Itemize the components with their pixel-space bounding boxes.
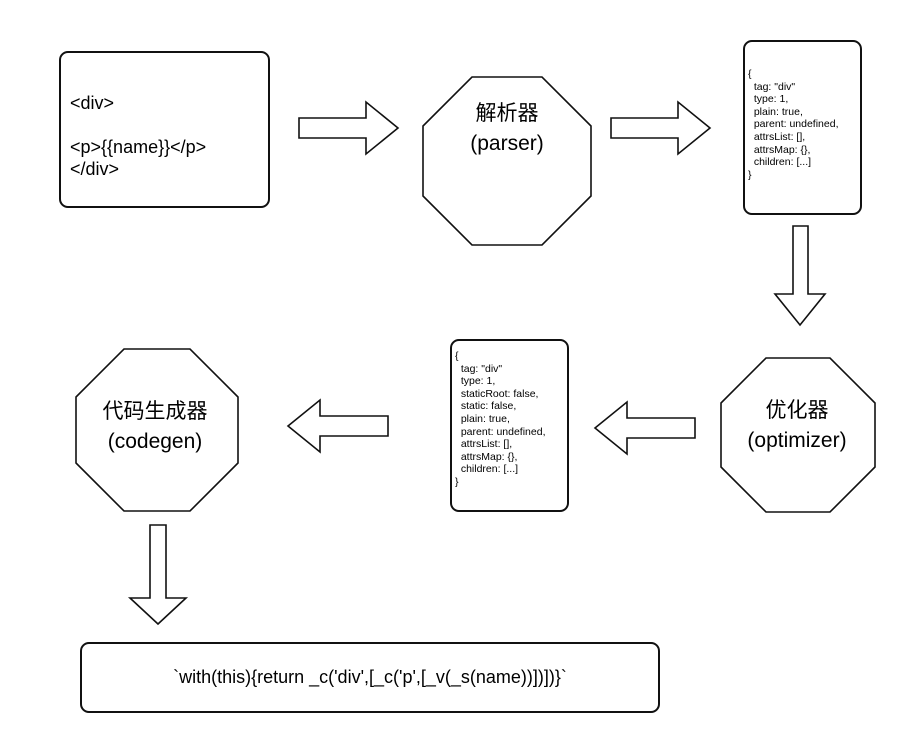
parser-title: 解析器 bbox=[475, 102, 539, 125]
render-code-text: `with(this){return _c('div',[_c('p',[_v(… bbox=[173, 667, 567, 687]
codegen-octagon bbox=[75, 348, 239, 512]
optimizer-subtitle: (optimizer) bbox=[747, 429, 847, 452]
optimized-ast-line: type: 1, bbox=[455, 375, 496, 388]
ast-line: tag: "div" bbox=[748, 80, 796, 93]
source-template-box: <div> <p>{{name}}</p> </div> bbox=[59, 51, 270, 208]
ast-line: plain: true, bbox=[748, 105, 803, 118]
parser-subtitle: (parser) bbox=[470, 132, 544, 155]
ast-line: parent: undefined, bbox=[748, 118, 839, 131]
source-line: </div> bbox=[70, 159, 120, 179]
optimizer-label: 优化器 (optimizer) bbox=[722, 396, 872, 456]
optimized-ast-line: plain: true, bbox=[455, 412, 510, 425]
optimized-ast-line: attrsMap: {}, bbox=[455, 450, 518, 463]
optimized-ast-line: static: false, bbox=[455, 400, 517, 413]
parser-label: 解析器 (parser) bbox=[432, 99, 582, 159]
optimized-ast-line: parent: undefined, bbox=[455, 425, 546, 438]
source-blank-line bbox=[70, 114, 268, 136]
codegen-label: 代码生成器 (codegen) bbox=[80, 397, 230, 457]
source-line: <div> bbox=[70, 93, 115, 113]
ast-line: } bbox=[748, 168, 752, 181]
arrow-source-to-parser bbox=[298, 100, 400, 156]
optimized-ast-line: attrsList: [], bbox=[455, 438, 513, 451]
optimizer-title: 优化器 bbox=[765, 399, 829, 422]
ast-box: { tag: "div" type: 1, plain: true, paren… bbox=[743, 40, 862, 215]
optimized-ast-line: } bbox=[455, 475, 459, 488]
ast-line: type: 1, bbox=[748, 93, 789, 106]
optimizer-octagon bbox=[720, 357, 876, 513]
ast-line: attrsMap: {}, bbox=[748, 143, 811, 156]
source-line: <p>{{name}}</p> bbox=[70, 137, 207, 157]
arrow-optimized-ast-to-codegen bbox=[286, 398, 389, 454]
optimized-ast-line: staticRoot: false, bbox=[455, 387, 539, 400]
arrow-codegen-to-render bbox=[127, 524, 189, 626]
optimized-ast-line: tag: "div" bbox=[455, 362, 503, 375]
codegen-subtitle: (codegen) bbox=[107, 430, 203, 453]
arrow-ast-to-optimizer bbox=[773, 225, 827, 327]
ast-line: { bbox=[748, 68, 752, 80]
optimized-ast-line: children: [...] bbox=[455, 463, 519, 476]
ast-line: children: [...] bbox=[748, 156, 812, 169]
render-code-box: `with(this){return _c('div',[_c('p',[_v(… bbox=[80, 642, 660, 713]
optimized-ast-line: { bbox=[455, 350, 459, 362]
codegen-title: 代码生成器 bbox=[102, 400, 208, 423]
optimized-ast-box: { tag: "div" type: 1, staticRoot: false,… bbox=[450, 339, 569, 512]
arrow-parser-to-ast bbox=[610, 100, 712, 156]
arrow-optimizer-to-optimized-ast bbox=[593, 400, 696, 456]
parser-octagon bbox=[422, 76, 592, 246]
ast-line: attrsList: [], bbox=[748, 130, 806, 143]
